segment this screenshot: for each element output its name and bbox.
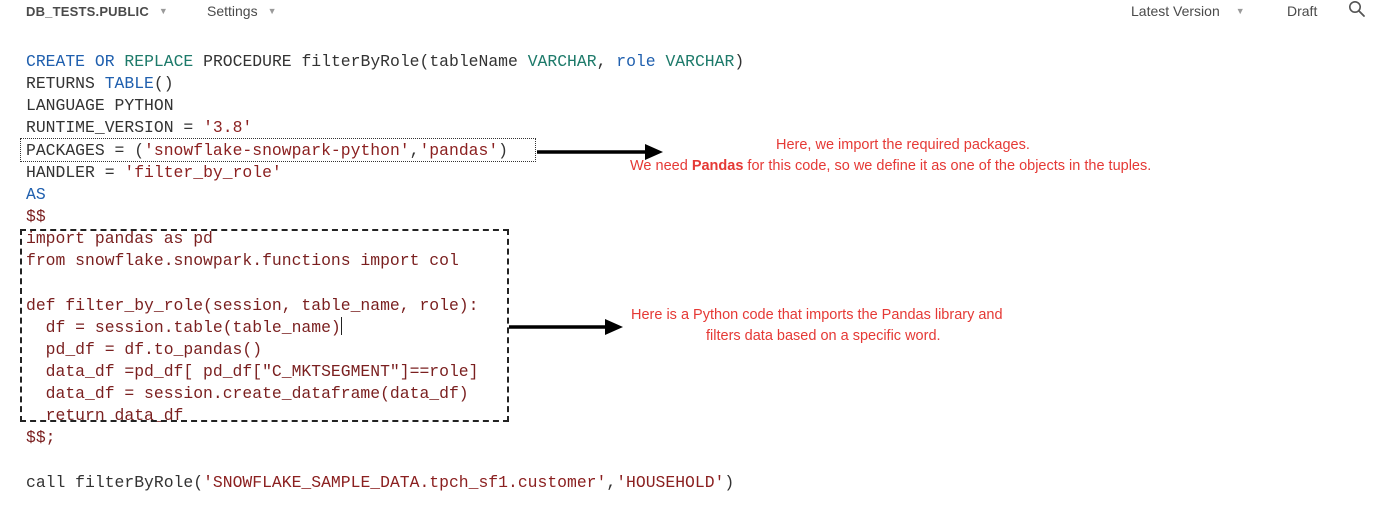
code-line: call filterByRole('SNOWFLAKE_SAMPLE_DATA…: [26, 472, 744, 494]
code-editor[interactable]: CREATE OR REPLACE PROCEDURE filterByRole…: [26, 51, 744, 494]
chevron-down-icon: ▼: [1235, 6, 1245, 16]
arrow-right-icon: [537, 144, 663, 160]
code-line: data_df = session.create_dataframe(data_…: [26, 384, 469, 404]
chevron-down-icon: ▼: [267, 6, 277, 16]
code-token: ,: [596, 52, 617, 71]
code-token: 'snowflake-snowpark-python': [144, 140, 410, 160]
code-token: OR: [94, 52, 115, 71]
chevron-down-icon: ▼: [158, 6, 169, 16]
code-token: [656, 52, 666, 71]
database-selector[interactable]: DB_TESTS.PUBLIC ▼: [26, 4, 168, 19]
code-token: 'SNOWFLAKE_SAMPLE_DATA.tpch_sf1.customer…: [203, 472, 607, 492]
code-token: VARCHAR: [665, 52, 735, 71]
code-token: CREATE: [26, 52, 86, 71]
draft-status[interactable]: Draft: [1287, 3, 1317, 19]
code-line: AS: [26, 184, 46, 204]
code-token: (): [153, 74, 174, 94]
code-token: role: [616, 52, 656, 71]
version-label: Latest Version: [1131, 3, 1220, 19]
code-line: CREATE OR REPLACE PROCEDURE filterByRole…: [26, 51, 744, 73]
code-token: ): [724, 472, 735, 492]
packages-annotation-line2: We need Pandas for this code, so we defi…: [630, 156, 1151, 177]
code-token: VARCHAR: [527, 52, 597, 71]
search-icon[interactable]: [1348, 0, 1368, 22]
code-token: 'filter_by_role': [124, 162, 282, 182]
code-line: pd_df = df.to_pandas(): [26, 339, 263, 359]
code-line: PACKAGES = ('snowflake-snowpark-python',…: [26, 140, 744, 162]
annotation-bold-text: Pandas: [691, 158, 744, 174]
code-token: HANDLER =: [26, 162, 125, 182]
code-token: TABLE: [104, 74, 154, 94]
code-line: from snowflake.snowpark.functions import…: [26, 251, 459, 271]
settings-label: Settings: [207, 3, 258, 19]
code-line: data_df =pd_df[ pd_df["C_MKTSEGMENT"]==r…: [26, 361, 479, 381]
code-token: 'HOUSEHOLD': [616, 472, 725, 492]
code-token: RETURNS: [26, 74, 105, 94]
code-line: $$;: [26, 428, 56, 448]
python-annotation-line1: Here is a Python code that imports the P…: [631, 307, 1003, 323]
version-selector[interactable]: Latest Version ▼: [1131, 3, 1245, 19]
database-label: DB_TESTS.PUBLIC: [26, 4, 149, 19]
code-token: ): [498, 140, 509, 160]
python-code-highlight-box: [20, 229, 509, 422]
code-token: call filterByRole(: [26, 472, 204, 492]
code-token: df = session.table(table_name): [26, 317, 341, 337]
code-token: ,: [606, 472, 617, 492]
code-line: LANGUAGE PYTHON: [26, 96, 174, 116]
code-token: 'pandas': [419, 140, 499, 160]
arrow-right-icon: [509, 319, 623, 335]
text-cursor: [340, 316, 342, 335]
code-line: def filter_by_role(session, table_name, …: [26, 295, 479, 315]
code-line: import pandas as pd: [26, 229, 213, 249]
code-token: PROCEDURE filterByRole(tableName: [193, 52, 528, 71]
code-line: [26, 450, 744, 472]
packages-annotation-line1: Here, we import the required packages.: [776, 137, 1030, 153]
code-token: [85, 52, 95, 71]
settings-menu[interactable]: Settings ▼: [207, 3, 277, 19]
code-token: RUNTIME_VERSION =: [26, 118, 204, 138]
python-annotation-line2: filters data based on a specific word.: [706, 328, 941, 344]
code-token: '3.8': [203, 118, 253, 138]
editor-toolbar: DB_TESTS.PUBLIC ▼ Settings ▼ Latest Versio…: [0, 0, 1400, 26]
packages-highlight-box: [20, 138, 536, 162]
code-token: ): [734, 52, 745, 71]
code-token: [115, 52, 125, 71]
draft-label: Draft: [1287, 3, 1318, 19]
code-token: REPLACE: [124, 52, 194, 71]
annotation-text: for this code, so we define it as one of…: [743, 158, 1152, 174]
annotation-text: We need: [630, 158, 692, 174]
code-line: RETURNS TABLE(): [26, 73, 744, 95]
code-line: df = session.table(table_name): [26, 316, 744, 339]
code-line: HANDLER = 'filter_by_role': [26, 162, 744, 184]
code-line: $$: [26, 206, 46, 226]
code-line: RUNTIME_VERSION = '3.8': [26, 117, 744, 139]
code-token: PACKAGES = (: [26, 140, 145, 160]
code-token: ,: [409, 140, 420, 160]
